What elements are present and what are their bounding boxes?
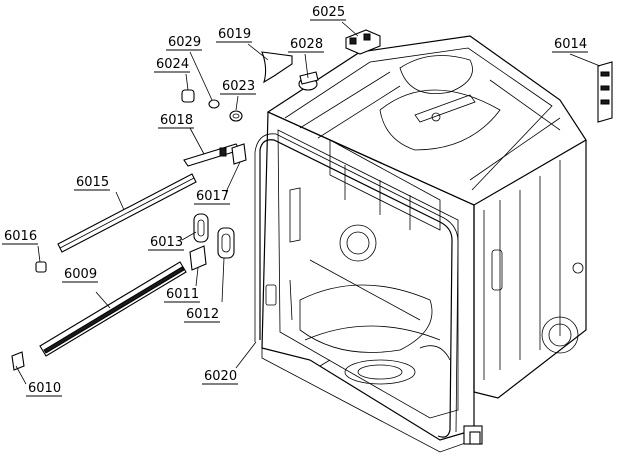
label-6014: 6014 [554, 37, 587, 52]
label-6024: 6024 [156, 57, 189, 72]
label-6017: 6017 [196, 189, 229, 204]
label-6028: 6028 [290, 37, 323, 52]
part-6018 [183, 143, 241, 167]
label-6015: 6015 [76, 175, 109, 190]
label-6020: 6020 [204, 369, 237, 384]
dishwasher-tub [261, 35, 587, 453]
label-6013: 6013 [150, 235, 183, 250]
leader-lines [15, 21, 601, 385]
part-6019 [261, 51, 293, 84]
part-6011 [189, 245, 207, 271]
part-6023 [229, 110, 243, 122]
part-6012 [217, 227, 235, 259]
part-6017 [231, 143, 247, 165]
part-6014 [597, 61, 613, 123]
label-6025: 6025 [312, 5, 345, 20]
label-6009: 6009 [64, 267, 97, 282]
part-6024 [181, 89, 195, 103]
part-6010 [11, 351, 25, 371]
part-6013 [193, 213, 209, 243]
part-6025 [345, 29, 381, 55]
door-seal [254, 133, 459, 438]
part-6029 [208, 99, 220, 109]
label-6011: 6011 [166, 287, 199, 302]
part-labels: 6025 6029 6019 6028 6014 6024 6023 6018 … [2, 5, 588, 397]
rail-6015 [57, 173, 197, 253]
label-6023: 6023 [222, 79, 255, 94]
label-6029: 6029 [168, 35, 201, 50]
label-6012: 6012 [186, 307, 219, 322]
label-6018: 6018 [160, 113, 193, 128]
label-6016: 6016 [4, 229, 37, 244]
part-6016 [35, 261, 47, 273]
label-6019: 6019 [218, 27, 251, 42]
label-6010: 6010 [28, 381, 61, 396]
part-6028 [298, 71, 319, 91]
rail-6009 [39, 261, 187, 357]
